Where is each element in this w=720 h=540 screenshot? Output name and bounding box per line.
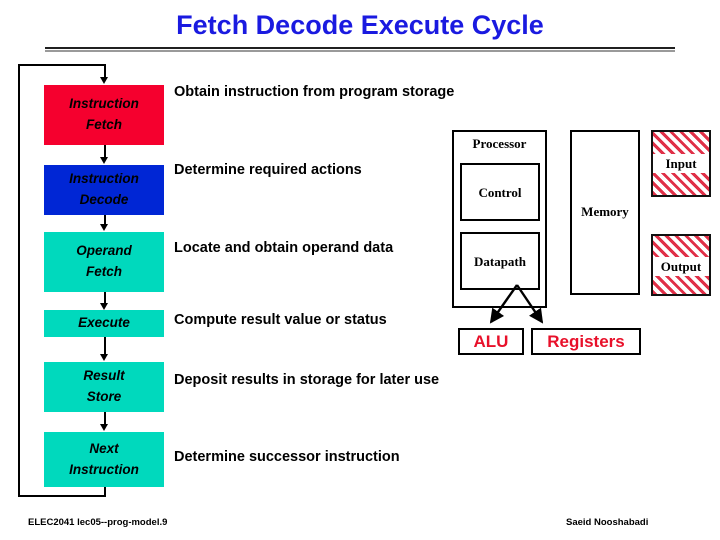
title-divider-light-line <box>45 50 675 52</box>
stage-box-line1: Next <box>89 440 119 456</box>
control-label: Control <box>478 185 522 200</box>
input-box[interactable]: Input <box>651 130 711 197</box>
alu-label: ALU <box>473 331 509 351</box>
stage-description-next-instruction: Determine successor instruction <box>174 449 400 465</box>
connector-5-line <box>104 412 106 425</box>
output-box[interactable]: Output <box>651 234 711 296</box>
title-divider-dark-line <box>45 47 675 49</box>
stage-description-operand-fetch: Locate and obtain operand data <box>174 240 394 256</box>
connector-4-head <box>100 354 108 361</box>
stage-box-line2: Fetch <box>85 117 122 132</box>
stage-box-next-instruction[interactable]: Next Instruction <box>44 432 164 487</box>
stage-description-result-store: Deposit results in storage for later use <box>174 372 440 388</box>
connector-4-line <box>104 337 106 355</box>
stage-box-line2: Store <box>86 389 122 404</box>
stage-box-line2: Decode <box>79 192 129 207</box>
connector-2-head <box>100 224 108 231</box>
connector-3-line <box>104 292 106 304</box>
connector-3-head <box>100 303 108 310</box>
connector-2-line <box>104 215 106 225</box>
datapath-label: Datapath <box>473 254 526 269</box>
connector-1-head <box>100 157 108 164</box>
stage-description-instruction-fetch: Obtain instruction from program storage <box>174 84 455 100</box>
loop-left-vertical-line <box>18 64 20 497</box>
footer-course-reference: ELEC2041 lec05--prog-model.9 <box>28 517 168 528</box>
memory-box[interactable] <box>570 130 640 295</box>
loop-bottom-horizontal-line <box>18 495 106 497</box>
page-title: Fetch Decode Execute Cycle <box>176 10 544 40</box>
processor-label: Processor <box>472 136 527 151</box>
footer-author: Saeid Nooshabadi <box>566 517 649 528</box>
datapath-box[interactable] <box>460 232 540 290</box>
input-label: Input <box>653 154 709 173</box>
alu-box[interactable]: ALU <box>458 328 524 355</box>
output-label: Output <box>653 257 709 276</box>
registers-label: Registers <box>547 331 625 351</box>
title-divider <box>45 47 675 52</box>
loop-top-horizontal-line <box>18 64 106 66</box>
connector-1-line <box>104 145 106 158</box>
stage-box-instruction-fetch[interactable]: Instruction Fetch <box>44 85 164 145</box>
arrow-into-fetch-line <box>104 64 106 78</box>
arrow-into-fetch-head <box>100 77 108 84</box>
memory-label: Memory <box>581 204 629 219</box>
stage-box-line1: Instruction <box>69 96 139 112</box>
stage-box-line1: Execute <box>78 315 130 331</box>
stage-description-instruction-decode: Determine required actions <box>174 162 362 178</box>
stage-box-operand-fetch[interactable]: Operand Fetch <box>44 232 164 292</box>
stage-box-line1: Instruction <box>69 171 139 187</box>
loop-exit-vertical-line <box>104 487 106 497</box>
stage-box-result-store[interactable]: Result Store <box>44 362 164 412</box>
registers-box[interactable]: Registers <box>531 328 641 355</box>
stage-box-line1: Result <box>83 368 125 384</box>
stage-description-execute: Compute result value or status <box>174 312 387 328</box>
stage-box-instruction-decode[interactable]: Instruction Decode <box>44 165 164 215</box>
stage-box-line2: Fetch <box>85 264 122 279</box>
stage-box-execute[interactable]: Execute <box>44 310 164 337</box>
control-box[interactable] <box>460 163 540 221</box>
datapath-fanout-arrows <box>489 284 544 324</box>
stage-box-line1: Operand <box>76 243 132 259</box>
connector-5-head <box>100 424 108 431</box>
stage-box-line2: Instruction <box>69 461 139 477</box>
